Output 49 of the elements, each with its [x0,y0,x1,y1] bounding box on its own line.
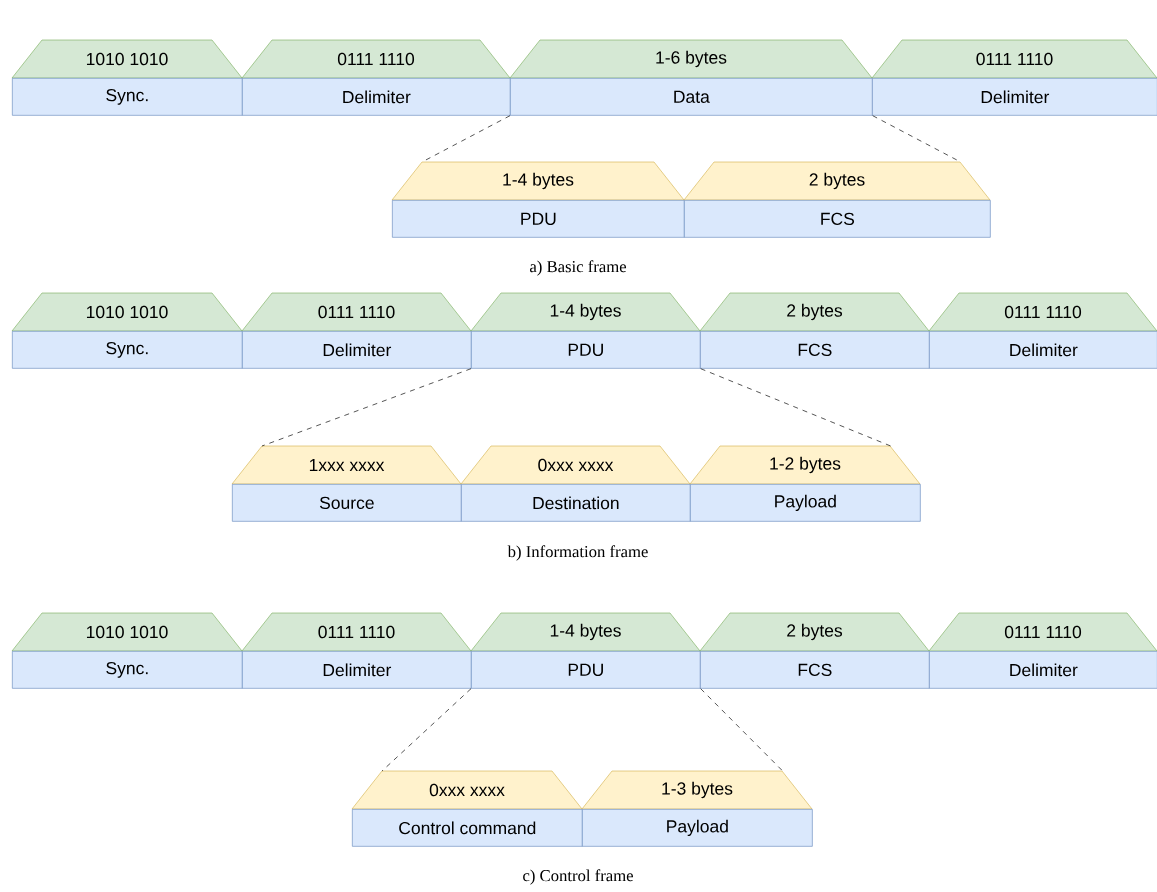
field: 0xxx xxxx Destination [460,445,691,522]
field: 1-4 bytes PDU [391,161,685,238]
dashed-line [381,688,472,772]
field: 2 bytes FCS [683,161,991,238]
node-label: Payload [775,494,836,511]
field: 1-4 bytes PDU [470,292,701,369]
field: 1-4 bytes PDU [470,612,701,689]
field: 0xxx xxxx Control command [351,770,583,847]
node-label: FCS [798,343,832,357]
node-label: Sync. [106,88,148,105]
node-label: Control command [399,821,536,835]
field: 2 bytes FCS [699,612,930,689]
node-label: Delimiter [981,90,1050,104]
field: 0111 1110 Delimiter [928,292,1157,369]
field: 1-6 bytes Data [509,39,873,116]
node-label: Data [674,90,710,103]
node-label: FCS [821,212,855,226]
field: 1xxx xxxx Source [231,445,462,522]
field: 0111 1110 Delimiter [871,39,1157,116]
field: 0111 1110 Delimiter [241,39,511,116]
field: 0111 1110 Delimiter [928,612,1157,689]
field: 1010 1010 Sync. [11,612,243,689]
node-label: PDU [568,663,603,676]
node-label: Source [319,496,374,510]
node-label: Delimiter [323,663,392,677]
node-label: Delimiter [1010,663,1078,677]
field: 1010 1010 Sync. [11,292,243,369]
caption: b) Information frame [507,545,648,561]
node-label: Delimiter [1010,343,1078,357]
node-label: Sync. [106,661,148,678]
dashed-line [700,368,891,447]
caption: c) Control frame [523,869,633,885]
node-label: Destination [533,496,619,510]
field: 0111 1110 Delimiter [241,612,472,689]
field: 2 bytes FCS [699,292,930,369]
node-label: Delimiter [343,90,411,104]
node-label: Payload [667,819,728,836]
field: 1-3 bytes Payload [581,770,813,847]
field: 0111 1110 Delimiter [241,292,472,369]
dashed-line [261,368,472,447]
node-label: PDU [521,212,556,225]
caption: a) Basic frame [530,260,627,276]
field: 1010 1010 Sync. [11,39,243,116]
dashed-line [700,688,783,772]
field: 1-2 bytes Payload [689,445,921,522]
node-label: FCS [798,663,832,677]
node-label: PDU [568,343,603,356]
node-label: Delimiter [323,343,392,357]
node-label: Sync. [106,341,148,358]
